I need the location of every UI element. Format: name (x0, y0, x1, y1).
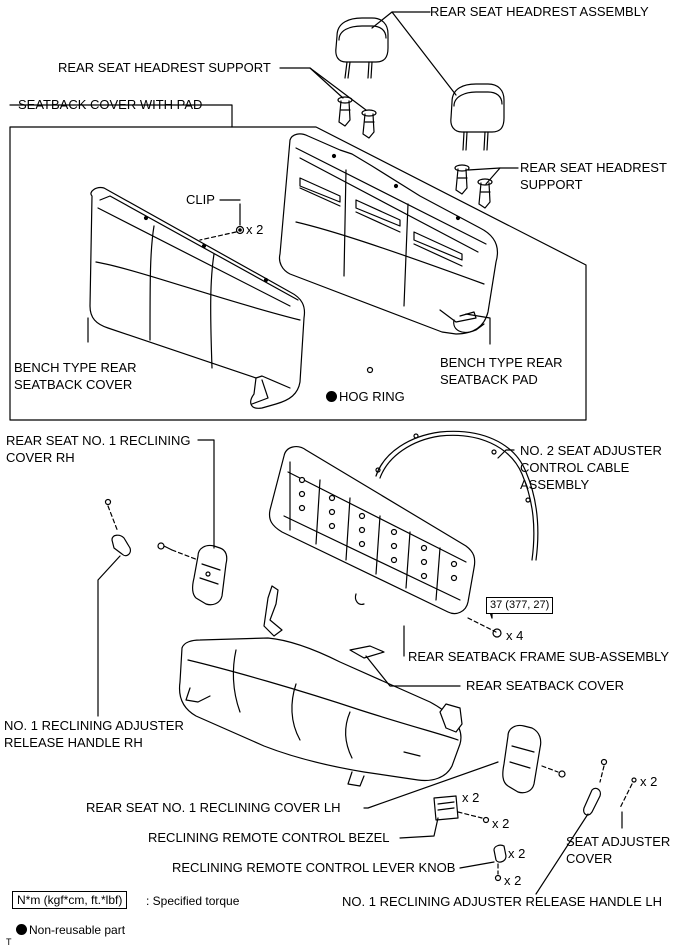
label-bolt-qty: x 4 (506, 628, 524, 643)
control-cable (375, 430, 539, 561)
frame-bolts (467, 611, 502, 638)
seat-cushion (178, 637, 462, 782)
cushion-hardware (185, 585, 463, 787)
release-handle-lh (583, 758, 608, 816)
label-seatback-cover-with-pad: SEATBACK COVER WITH PAD (18, 97, 203, 112)
bezel-part (433, 795, 490, 824)
hog-ring-symbol (366, 366, 374, 374)
leader-release-handle-lh (535, 813, 589, 895)
label-headrest-assembly: REAR SEAT HEADREST ASSEMBLY (430, 4, 649, 19)
label-frame-sub-assembly: REAR SEATBACK FRAME SUB-ASSEMBLY (408, 649, 670, 664)
label-clip: CLIP (186, 192, 215, 207)
label-knob-screw-qty: x 2 (504, 873, 522, 888)
rear-seatback-cover-panel (349, 645, 385, 659)
label-reclining-cover-rh-1: REAR SEAT NO. 1 RECLINING (6, 433, 191, 448)
label-adjuster-cover-qty: x 2 (640, 774, 658, 789)
label-cable-2: CONTROL CABLE (520, 460, 630, 475)
leader-reclining-cover-lh (363, 761, 499, 809)
legend-torque-box: N*m (kgf*cm, ft.*lbf) (12, 891, 128, 909)
frame-hook (354, 593, 365, 605)
label-knob-qty: x 2 (508, 846, 526, 861)
label-reclining-cover-rh-2: COVER RH (6, 450, 75, 465)
label-headrest-support-right-2: SUPPORT (520, 177, 583, 192)
label-clip-qty: x 2 (246, 222, 264, 237)
adjuster-cover-part (619, 777, 637, 809)
label-bezel-qty: x 2 (462, 790, 480, 805)
headrest-right (450, 83, 505, 151)
label-bezel-screw-qty: x 2 (492, 816, 510, 831)
corner-mark: T (6, 937, 12, 947)
bench-cover-drawing (89, 187, 306, 409)
leader-release-handle-rh (97, 555, 121, 717)
label-release-handle-rh-1: NO. 1 RECLINING ADJUSTER (4, 718, 184, 733)
leader-seatback-cover-with-pad (9, 104, 233, 128)
leader-reclining-cover-rh (197, 439, 215, 549)
headrest-supports-right (454, 164, 493, 209)
leader-knob (459, 861, 495, 869)
nonreusable-dot-icon (326, 391, 337, 402)
bolt-rh-cover (157, 542, 199, 561)
label-reclining-cover-lh: REAR SEAT NO. 1 RECLINING COVER LH (86, 800, 341, 815)
label-knob: RECLINING REMOTE CONTROL LEVER KNOB (172, 860, 456, 875)
leader-rear-seatback-cover (365, 655, 461, 687)
label-release-handle-rh-2: RELEASE HANDLE RH (4, 735, 143, 750)
release-handle-rh (104, 498, 131, 557)
label-rear-seatback-cover: REAR SEATBACK COVER (466, 678, 624, 693)
label-cable-1: NO. 2 SEAT ADJUSTER (520, 443, 662, 458)
label-headrest-support-right-1: REAR SEAT HEADREST (520, 160, 667, 175)
legend-nonreusable-text: Non-reusable part (29, 923, 126, 937)
label-hog-ring: HOG RING (326, 389, 405, 405)
leader-cable (497, 449, 515, 459)
label-hog-ring-text: HOG RING (339, 389, 405, 404)
knob-part (493, 844, 507, 882)
label-bench-pad-2: SEATBACK PAD (440, 372, 538, 387)
label-adjuster-cover-2: COVER (566, 851, 613, 866)
label-release-handle-lh: NO. 1 RECLINING ADJUSTER RELEASE HANDLE … (342, 894, 663, 909)
nonreusable-dot-icon (16, 924, 27, 935)
label-bench-cover-1: BENCH TYPE REAR (14, 360, 137, 375)
label-bench-cover-2: SEATBACK COVER (14, 377, 133, 392)
seatback-frame (268, 446, 476, 615)
leader-bezel (399, 817, 439, 839)
legend-torque-text: : Specified torque (146, 894, 240, 908)
label-cable-3: ASSEMBLY (520, 477, 590, 492)
legend-nonreusable: Non-reusable part (16, 922, 125, 938)
frame-holes (298, 476, 458, 582)
headrest-left (335, 17, 389, 79)
reclining-cover-lh (502, 724, 566, 794)
cover-with-pad-box (9, 126, 587, 421)
torque-spec-box: 37 (377, 27) (486, 597, 554, 614)
reclining-cover-rh (192, 544, 228, 606)
leader-bench-pad (465, 313, 491, 345)
label-bezel: RECLINING REMOTE CONTROL BEZEL (148, 830, 390, 845)
label-headrest-support: REAR SEAT HEADREST SUPPORT (58, 60, 271, 75)
clip-symbol (199, 199, 245, 241)
label-adjuster-cover-1: SEAT ADJUSTER (566, 834, 671, 849)
bench-pad-drawing (278, 133, 499, 335)
label-bench-pad-1: BENCH TYPE REAR (440, 355, 563, 370)
